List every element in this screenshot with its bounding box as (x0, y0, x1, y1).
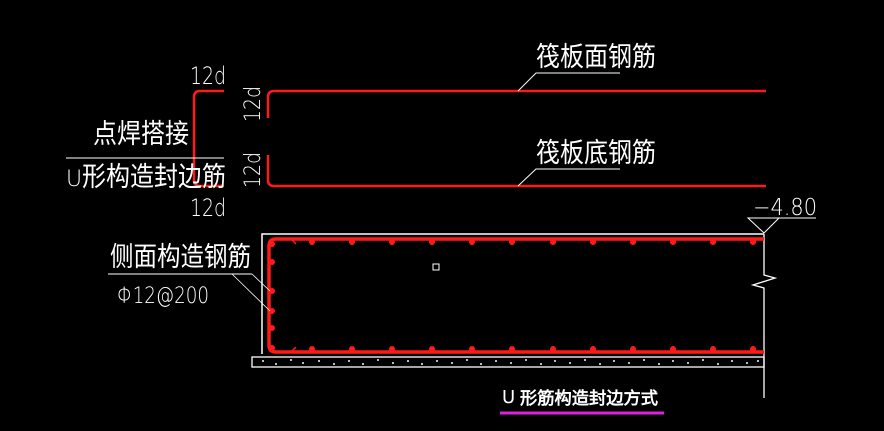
spot-weld-label: 点焊搭接 (93, 119, 189, 150)
u-edge-rebar (192, 89, 224, 188)
elevation-triangle (746, 217, 781, 234)
u-edge-rebar-prefix: U (66, 167, 82, 192)
hook-top (290, 238, 297, 245)
dim-bottom-12d: 12d (190, 194, 226, 222)
hook-bottom (290, 346, 297, 353)
slab-bottom-rebar (266, 155, 766, 188)
dim-top-12d: 12d (190, 62, 226, 90)
longitudinal-rebar-dots (269, 239, 756, 352)
pick-box-marker (432, 263, 440, 271)
elevation-label: −4.80 (753, 195, 817, 221)
top-rebar-leader (517, 72, 620, 92)
cushion-hatch (262, 359, 759, 365)
dim-vertical-lower-12d: 12d (241, 152, 266, 188)
bottom-rebar-leader (517, 168, 620, 187)
title-prefix: U (502, 387, 515, 408)
cushion-layer (251, 356, 765, 368)
title-text: 形筋构造封边方式 (520, 388, 658, 409)
slab-top-rebar (266, 89, 766, 118)
side-rebar-label: 侧面构造钢筋 (110, 242, 251, 273)
dim-vertical-upper-12d: 12d (241, 86, 266, 122)
side-rebar-leader-2 (231, 273, 271, 312)
concrete-outline (261, 233, 764, 354)
u-edge-rebar-section (267, 237, 764, 354)
side-rebar-spec: Φ12@200 (117, 284, 209, 309)
side-rebar-leader-1 (251, 273, 271, 292)
top-rebar-label: 筏板面钢筋 (536, 42, 656, 73)
u-rebar-detail: 筏板面钢筋 筏板底钢筋 12d 12d 12d 12d 点焊搭接 U 形构造封边… (66, 42, 766, 222)
break-line (750, 234, 778, 398)
section-detail: 侧面构造钢筋 Φ12@200 −4.80 (108, 195, 817, 398)
bottom-rebar-label: 筏板底钢筋 (536, 138, 656, 169)
u-edge-rebar-label: 形构造封边筋 (82, 162, 226, 193)
drawing-title: U 形筋构造封边方式 (500, 387, 664, 415)
